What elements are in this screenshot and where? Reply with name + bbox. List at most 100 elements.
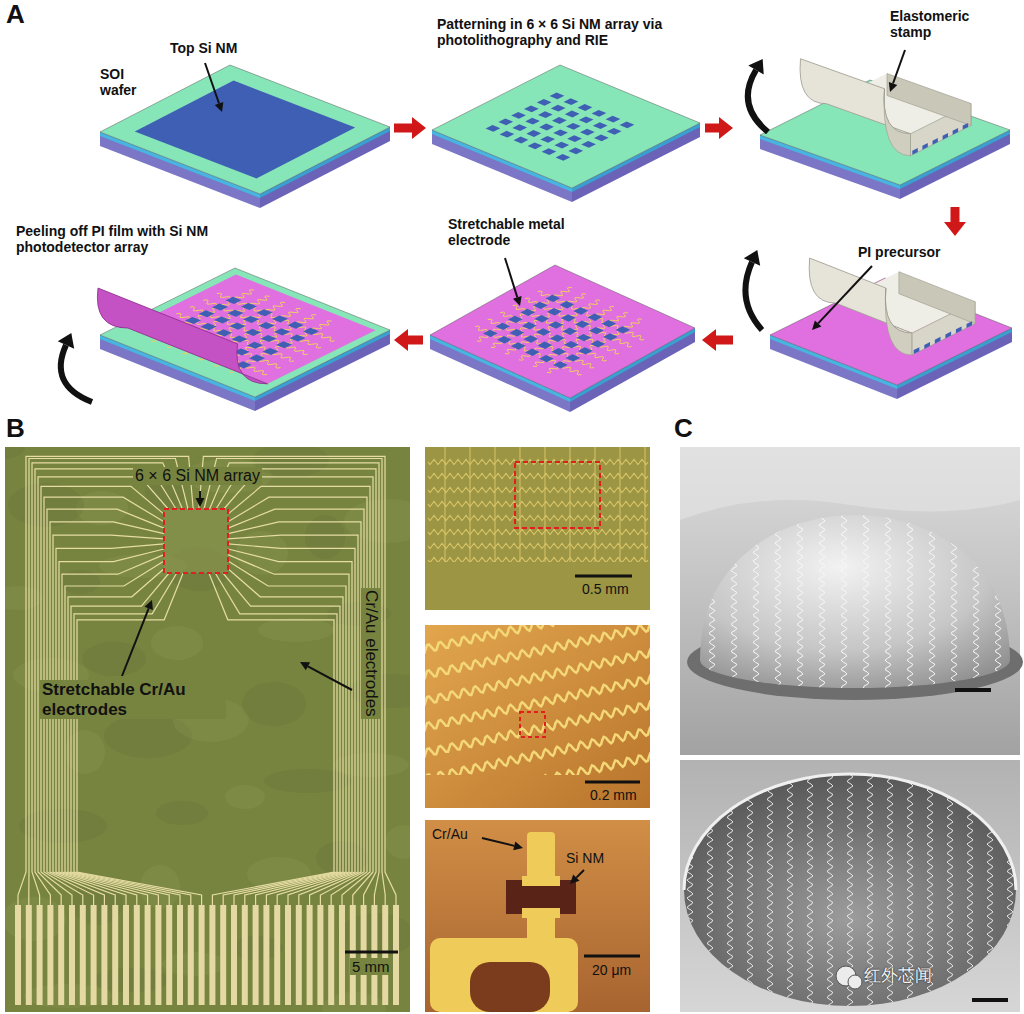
si-nm-square	[568, 148, 583, 155]
photo-texture	[76, 491, 128, 525]
trace	[520, 447, 521, 562]
arrow-head	[744, 250, 760, 266]
photo-texture	[5, 447, 25, 459]
si-nm-square	[591, 340, 606, 347]
si-nm-square	[546, 295, 561, 302]
callout-label: Cr/Au	[432, 826, 468, 842]
serpentine-electrode	[428, 502, 648, 507]
si-nm-square	[592, 110, 607, 117]
trace	[215, 573, 337, 905]
wafer-top	[100, 65, 390, 194]
serpentine-electrode	[987, 770, 993, 1010]
si-nm-square	[579, 116, 594, 123]
serpentine-electrode	[425, 753, 650, 775]
sem-concave	[680, 760, 1020, 1012]
serpentine-electrode	[500, 312, 606, 361]
well-rim	[684, 774, 1016, 890]
serpentine-electrode	[819, 505, 825, 700]
highlight-box	[164, 509, 228, 573]
trace	[223, 573, 340, 905]
process-arrow	[702, 329, 733, 351]
callout-label: Stretchable Cr/Au electrodes	[40, 680, 226, 719]
serpentine-electrode	[807, 770, 813, 1010]
contact-pad	[328, 905, 334, 1005]
serpentine-electrode	[428, 516, 648, 521]
arrow-head	[300, 662, 310, 670]
sem-ground	[680, 760, 1020, 1012]
process-arrow	[394, 329, 423, 351]
photo-texture	[247, 857, 311, 891]
contact-pad	[209, 905, 215, 1005]
sem-ridge	[680, 447, 1020, 520]
serpentine-electrode	[425, 701, 650, 757]
photo-texture	[5, 897, 66, 941]
si-nm-square	[498, 119, 513, 126]
trace	[216, 469, 376, 905]
step-label: Patterning in 6 × 6 Si NM array via phot…	[437, 16, 699, 48]
trace	[620, 447, 621, 562]
array-area	[164, 509, 228, 573]
sem-ground	[680, 447, 1020, 755]
serpentine-electrode	[687, 770, 693, 1010]
si-nm-square	[542, 148, 557, 155]
si-nm-square	[540, 136, 555, 143]
contact-pad	[58, 905, 64, 1005]
si-nm-square	[259, 322, 275, 329]
curved-arrow	[748, 70, 768, 132]
scale-label: 0.2 mm	[590, 787, 637, 803]
contact-pad	[37, 905, 43, 1005]
arrow-head	[889, 82, 898, 92]
process-arrow	[944, 207, 966, 236]
serpentine-electrode	[425, 625, 650, 679]
si-nm-square	[500, 131, 515, 138]
trace	[77, 573, 202, 905]
trace	[210, 463, 379, 905]
serpentine-electrode	[863, 505, 869, 700]
contact-pad	[231, 905, 237, 1005]
inset-pattern	[425, 625, 650, 775]
si-nm-square	[539, 355, 554, 362]
leader-line	[576, 870, 584, 878]
trace	[228, 497, 367, 905]
electrode	[430, 938, 578, 1012]
si-nm-square	[550, 93, 565, 100]
trace	[53, 535, 164, 905]
dome	[700, 515, 1010, 688]
contact-pad	[339, 905, 345, 1005]
stamp-curl	[809, 258, 912, 333]
si-nm-square	[603, 333, 618, 340]
photo-texture	[156, 801, 208, 825]
step-label: Peeling off PI film with Si NM photodete…	[16, 223, 278, 255]
step-label: Top Si NM	[170, 40, 237, 56]
si-nm-square	[564, 341, 579, 348]
scale-bar	[585, 781, 640, 784]
trace	[209, 573, 334, 905]
si-nm-square	[607, 128, 622, 135]
si-nm-square	[564, 98, 579, 105]
contact-pad	[350, 905, 356, 1005]
trace	[71, 573, 180, 905]
si-nm-square	[288, 322, 304, 329]
serpentine-electrode	[753, 505, 759, 700]
trace	[65, 561, 164, 905]
leader-line	[505, 258, 517, 297]
contact-pad	[47, 905, 53, 1005]
callout-label: 6 × 6 Si NM array	[133, 467, 262, 485]
si-nm-square	[512, 124, 527, 131]
contact-pad	[101, 905, 107, 1005]
callout-label: Cr/Au electrodes	[361, 588, 381, 719]
si-nm-square	[578, 347, 593, 354]
si-nm-square	[249, 355, 265, 362]
si-nm-square	[933, 138, 938, 145]
si-nm-square	[967, 321, 973, 328]
serpentine-electrode	[547, 319, 642, 373]
si-nm-square	[511, 342, 526, 349]
si-nm-square	[232, 336, 248, 343]
serpentine-electrode	[428, 558, 648, 563]
trace	[224, 477, 373, 905]
si-nm-square	[496, 323, 511, 330]
serpentine-electrode	[428, 530, 648, 535]
contact-pad	[188, 905, 194, 1005]
contact-pad	[371, 905, 377, 1005]
